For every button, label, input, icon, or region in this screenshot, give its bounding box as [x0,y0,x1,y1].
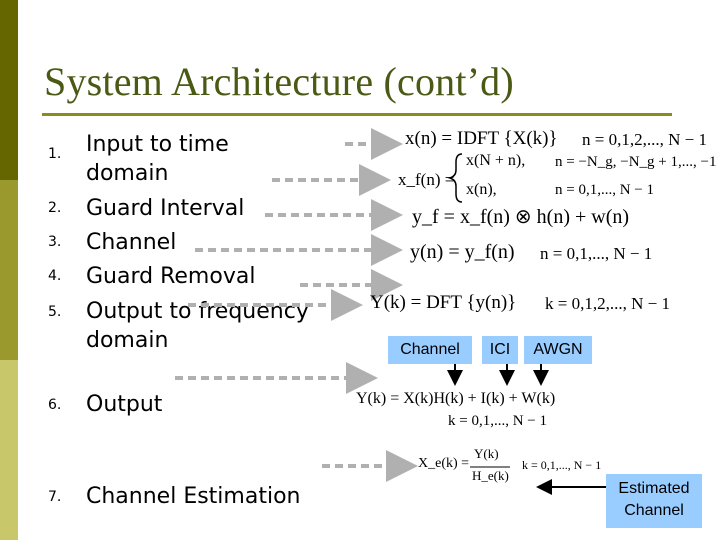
channel-label: Channel [388,336,472,364]
list-item: Channel [86,230,177,255]
list-item-line: Input to time [86,132,229,157]
equation-guard-removal-range: n = 0,1,..., N − 1 [540,244,653,263]
equation-guard-case-b: x(n), [466,181,497,198]
equation-guard-removal: y(n) = y_f(n) [410,241,515,263]
list-number: 3. [48,234,62,250]
list-number: 4. [48,268,62,284]
estimated-channel-line: Estimated [618,480,690,497]
equation-guard-lhs: x_f(n) = [398,170,455,189]
estimated-channel-label: Estimated Channel [606,474,702,528]
list-number: 2. [48,200,62,216]
list-number: 1. [48,146,62,162]
list-item: Input to time domain [86,130,229,188]
equation-dft: Y(k) = DFT {y(n)} [370,292,517,313]
list-item-line: domain [86,328,169,353]
ici-label: ICI [482,336,518,364]
awgn-label: AWGN [524,336,592,364]
equation-idft: x(n) = IDFT {X(k)} [405,128,558,149]
list-item-line: domain [86,161,169,186]
list-item: Guard Removal [86,264,256,289]
list-item: Channel Estimation [86,484,301,509]
title-divider [42,113,672,116]
sidebar-decoration-top [0,0,18,180]
equation-output: Y(k) = X(k)H(k) + I(k) + W(k) [356,390,556,407]
list-number: 6. [48,397,62,413]
equation-estimation-denominator: H_e(k) [472,468,509,483]
equation-estimation-lhs: X_e(k) = [418,456,470,471]
equation-guard-case-b-range: n = 0,1,..., N − 1 [555,182,655,198]
equation-estimation-range: k = 0,1,..., N − 1 [522,458,602,472]
equation-guard-case-a: x(N + n), [466,152,526,169]
equation-guard-case-a-range: n = −N_g, −N_g + 1,..., −1 [555,154,717,170]
slide-title: System Architecture (cont’d) [44,59,514,104]
equation-output-range: k = 0,1,..., N − 1 [448,413,548,429]
equation-estimation-numerator: Y(k) [474,446,499,461]
piecewise-brace [447,153,463,203]
sidebar-decoration-bottom [0,360,18,540]
sidebar-decoration-middle [0,180,18,360]
estimated-channel-line: Channel [624,502,684,519]
list-item: Output [86,392,163,417]
list-item: Guard Interval [86,196,245,221]
list-number: 5. [48,304,62,320]
equation-dft-range: k = 0,1,2,..., N − 1 [545,294,670,313]
equation-channel: y_f = x_f(n) ⊗ h(n) + w(n) [412,206,630,228]
list-number: 7. [48,489,62,505]
equation-idft-range: n = 0,1,2,..., N − 1 [582,130,707,149]
